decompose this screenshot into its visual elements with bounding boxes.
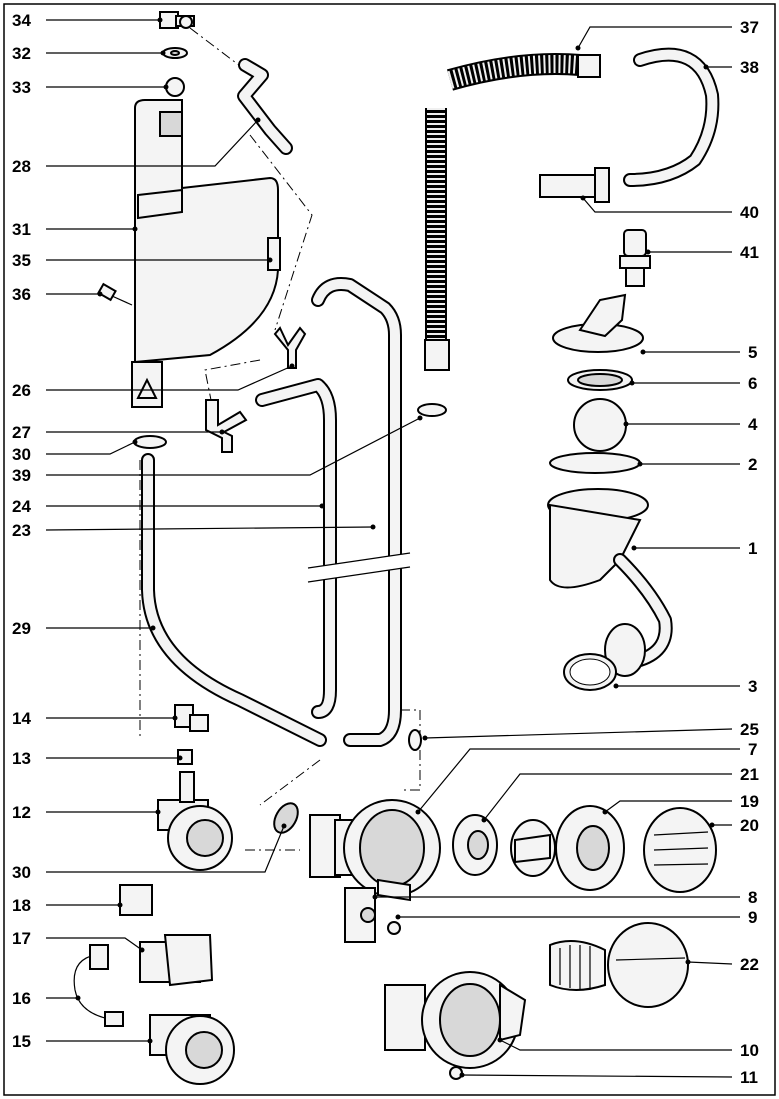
part-8-bracket bbox=[344, 887, 376, 943]
callout-14: 14 bbox=[12, 709, 31, 728]
callout-28: 28 bbox=[12, 157, 31, 176]
part-28-hose-small bbox=[237, 58, 293, 155]
part-6-seal-ring bbox=[567, 369, 633, 391]
callout-9: 9 bbox=[748, 908, 757, 927]
callout-4: 4 bbox=[748, 415, 758, 434]
callout-8: 8 bbox=[748, 888, 757, 907]
part-14-connector bbox=[174, 704, 209, 732]
callout-32: 32 bbox=[12, 44, 31, 63]
callout-2: 2 bbox=[748, 455, 757, 474]
part-18-cover bbox=[119, 884, 153, 916]
part-16-wiring bbox=[73, 944, 124, 1027]
part-3-clamp bbox=[563, 653, 617, 691]
part-20-filter-cap bbox=[643, 807, 717, 893]
callout-34: 34 bbox=[12, 11, 31, 30]
assembly-line-top bbox=[139, 27, 421, 851]
part-30-clamp-top bbox=[133, 435, 167, 449]
callout-7: 7 bbox=[748, 740, 757, 759]
callout-41: 41 bbox=[740, 243, 759, 262]
part-39-hose-clamp bbox=[417, 403, 447, 417]
diagram-frame bbox=[3, 3, 776, 1096]
part-40-hose-end bbox=[539, 167, 610, 203]
part-22-filter-spring-cap bbox=[549, 922, 689, 1008]
callout-12: 12 bbox=[12, 803, 31, 822]
part-36-screw bbox=[97, 282, 133, 306]
part-30-clamp-bottom bbox=[273, 802, 299, 834]
callout-21: 21 bbox=[740, 765, 759, 784]
callout-15: 15 bbox=[12, 1032, 31, 1051]
part-7-pump-housing bbox=[309, 799, 441, 902]
callout-40: 40 bbox=[740, 203, 759, 222]
part-33-ball bbox=[165, 77, 185, 97]
part-25-clip bbox=[408, 729, 422, 751]
callout-6: 6 bbox=[748, 374, 757, 393]
callout-26: 26 bbox=[12, 381, 31, 400]
part-11-screw bbox=[449, 1066, 463, 1080]
callout-24: 24 bbox=[12, 497, 31, 516]
callout-13: 13 bbox=[12, 749, 31, 768]
callout-36: 36 bbox=[12, 285, 31, 304]
callout-29: 29 bbox=[12, 619, 31, 638]
part-10-pump-housing-alt bbox=[384, 971, 527, 1069]
callout-22: 22 bbox=[740, 955, 759, 974]
part-31-reservoir bbox=[131, 99, 281, 408]
callout-5: 5 bbox=[748, 343, 757, 362]
callout-1: 1 bbox=[748, 539, 757, 558]
part-1-sump-hose bbox=[547, 488, 673, 677]
callout-18: 18 bbox=[12, 896, 31, 915]
part-37-corrugated-hose bbox=[424, 53, 601, 371]
callout-20: 20 bbox=[740, 816, 759, 835]
part-17-motor-housing bbox=[139, 934, 214, 987]
part-29-drain-hose bbox=[141, 453, 327, 747]
part-41-adapter bbox=[619, 229, 651, 287]
callout-17: 17 bbox=[12, 929, 31, 948]
callout-11: 11 bbox=[740, 1068, 758, 1087]
callout-39: 39 bbox=[12, 466, 31, 485]
part-filter-insert bbox=[510, 819, 556, 877]
part-12-drain-pump bbox=[157, 771, 233, 871]
part-38-u-bend bbox=[623, 47, 720, 187]
part-19-filter-housing bbox=[555, 805, 625, 891]
callout-16: 16 bbox=[12, 989, 31, 1008]
callout-10: 10 bbox=[740, 1041, 759, 1060]
part-34-valve-cap bbox=[159, 11, 195, 29]
callout-3: 3 bbox=[748, 677, 757, 696]
callout-31: 31 bbox=[12, 220, 31, 239]
part-2-band-clamp bbox=[549, 452, 641, 474]
callout-23: 23 bbox=[12, 521, 31, 540]
callouts: 34 32 33 28 31 35 36 26 27 30 39 24 23 2… bbox=[12, 11, 759, 1087]
part-4-float-ball bbox=[573, 398, 627, 452]
callout-25: 25 bbox=[740, 720, 759, 739]
part-15-pump-motor bbox=[149, 1014, 235, 1085]
part-26-y-connector bbox=[273, 326, 307, 369]
part-21-impeller bbox=[452, 814, 498, 876]
part-9-screw bbox=[387, 921, 401, 935]
callout-19: 19 bbox=[740, 792, 759, 811]
callout-38: 38 bbox=[740, 58, 759, 77]
callout-30-bottom: 30 bbox=[12, 863, 31, 882]
callout-30-top: 30 bbox=[12, 445, 31, 464]
part-24-hose bbox=[255, 378, 337, 719]
part-23-hose bbox=[307, 277, 412, 747]
callout-27: 27 bbox=[12, 423, 31, 442]
part-32-washer bbox=[162, 47, 188, 59]
callout-33: 33 bbox=[12, 78, 31, 97]
callout-37: 37 bbox=[740, 18, 759, 37]
part-5-filter-cap bbox=[552, 293, 644, 353]
callout-35: 35 bbox=[12, 251, 31, 270]
part-27-t-connector bbox=[205, 399, 248, 453]
